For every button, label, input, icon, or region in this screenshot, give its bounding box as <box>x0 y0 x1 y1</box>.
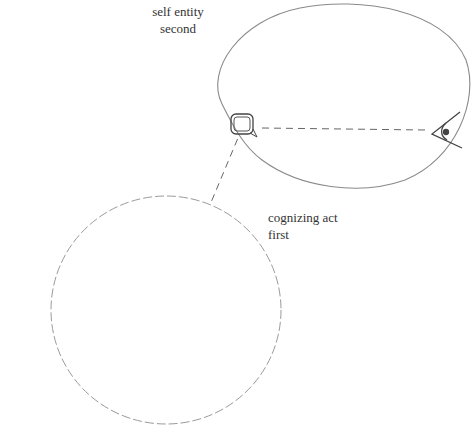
ellipse-outline <box>50 195 282 425</box>
sight-line <box>262 128 425 130</box>
eye-symbol <box>432 112 462 148</box>
small-square-outline <box>230 113 256 139</box>
region-label: cognizing act first <box>268 209 354 243</box>
upper-blob <box>218 4 470 188</box>
self-entity-box: self entity second <box>230 113 256 139</box>
node-heading: self entity second <box>146 3 210 37</box>
dashed-connector <box>210 139 237 205</box>
cognizing-act-region: cognizing act first <box>50 195 282 425</box>
